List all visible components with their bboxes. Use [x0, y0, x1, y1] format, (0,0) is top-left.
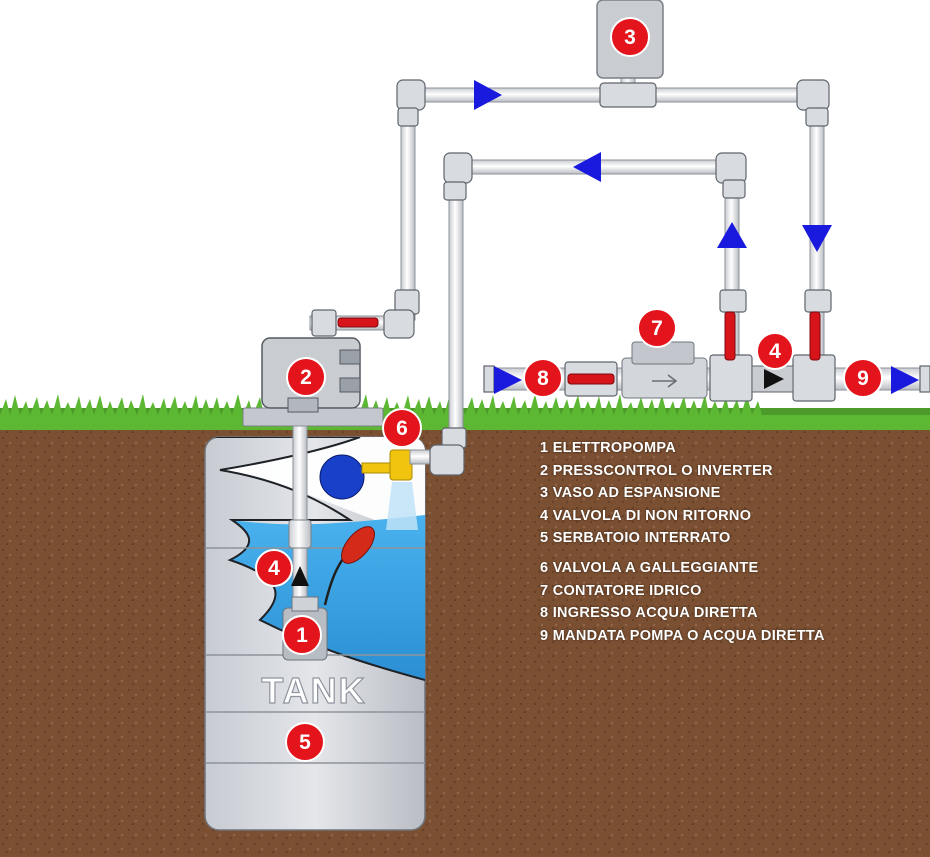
badge-5-number: 5: [299, 731, 311, 754]
legend-item: 3 VASO AD ESPANSIONE: [540, 485, 721, 502]
badge-4-tank: 4: [255, 549, 293, 587]
badge-4-number: 4: [268, 557, 280, 580]
badge-6-number: 6: [396, 417, 408, 440]
float-switch: [323, 526, 375, 606]
badge-4-main: 4: [756, 332, 794, 370]
float-ball-icon: [319, 454, 365, 500]
badge-7-number: 7: [651, 317, 663, 340]
flow-arrows: [474, 80, 919, 394]
badge-6: 6: [382, 408, 422, 448]
legend-item: 4 VALVOLA DI NON RITORNO: [540, 507, 752, 524]
badge-3: 3: [610, 17, 650, 57]
check-valve: [751, 365, 794, 393]
ball-valve-red-handles: [337, 311, 821, 385]
tank-label: TANK: [261, 670, 366, 711]
legend: 1 ELETTROPOMPA 2 PRESSCONTROL O INVERTER…: [540, 437, 825, 647]
legend-item: 2 PRESSCONTROL O INVERTER: [540, 462, 773, 479]
legend-item: 5 SERBATOIO INTERRATO: [540, 530, 731, 547]
flow-arrow-right-icon: [891, 366, 919, 394]
badge-2-number: 2: [300, 366, 312, 389]
legend-item: 9 MANDATA POMPA O ACQUA DIRETTA: [540, 627, 825, 644]
badge-5: 5: [285, 722, 325, 762]
badge-9-number: 9: [857, 367, 869, 390]
badge-1-number: 1: [296, 624, 308, 647]
badge-8: 8: [523, 358, 563, 398]
water-spray-icon: [386, 482, 418, 530]
flow-arrow-up-icon: [717, 222, 747, 248]
tank-cutaway-white: [205, 437, 425, 520]
grass: [0, 394, 930, 430]
legend-item: 1 ELETTROPOMPA: [540, 440, 677, 456]
check-valve-arrow-icon: [764, 369, 784, 389]
flow-arrow-left-icon: [573, 152, 601, 182]
legend-item: 6 VALVOLA A GALLEGGIANTE: [540, 559, 759, 576]
flow-arrow-down-icon: [802, 225, 832, 252]
legend-item: 7 CONTATORE IDRICO: [540, 582, 702, 599]
badge-9: 9: [843, 358, 883, 398]
pipe-fittings: [311, 79, 930, 476]
flow-arrow-right-icon: [494, 366, 522, 394]
water-meter: [621, 341, 708, 399]
soil: [0, 418, 930, 857]
badge-8-number: 8: [537, 367, 549, 390]
badge-7: 7: [637, 308, 677, 348]
float-valve: [319, 449, 418, 530]
flow-arrow-right-icon: [474, 80, 502, 110]
badge-3-number: 3: [624, 26, 636, 49]
badge-2: 2: [286, 357, 326, 397]
legend-item: 8 INGRESSO ACQUA DIRETTA: [540, 605, 758, 622]
badge-4-number: 4: [769, 340, 781, 363]
badge-1: 1: [282, 615, 322, 655]
flow-direction-arrow-icon: [652, 374, 678, 388]
pipework: [294, 74, 930, 465]
pump-riser-pipe: [288, 425, 312, 617]
check-valve-arrow-icon: [291, 566, 309, 586]
